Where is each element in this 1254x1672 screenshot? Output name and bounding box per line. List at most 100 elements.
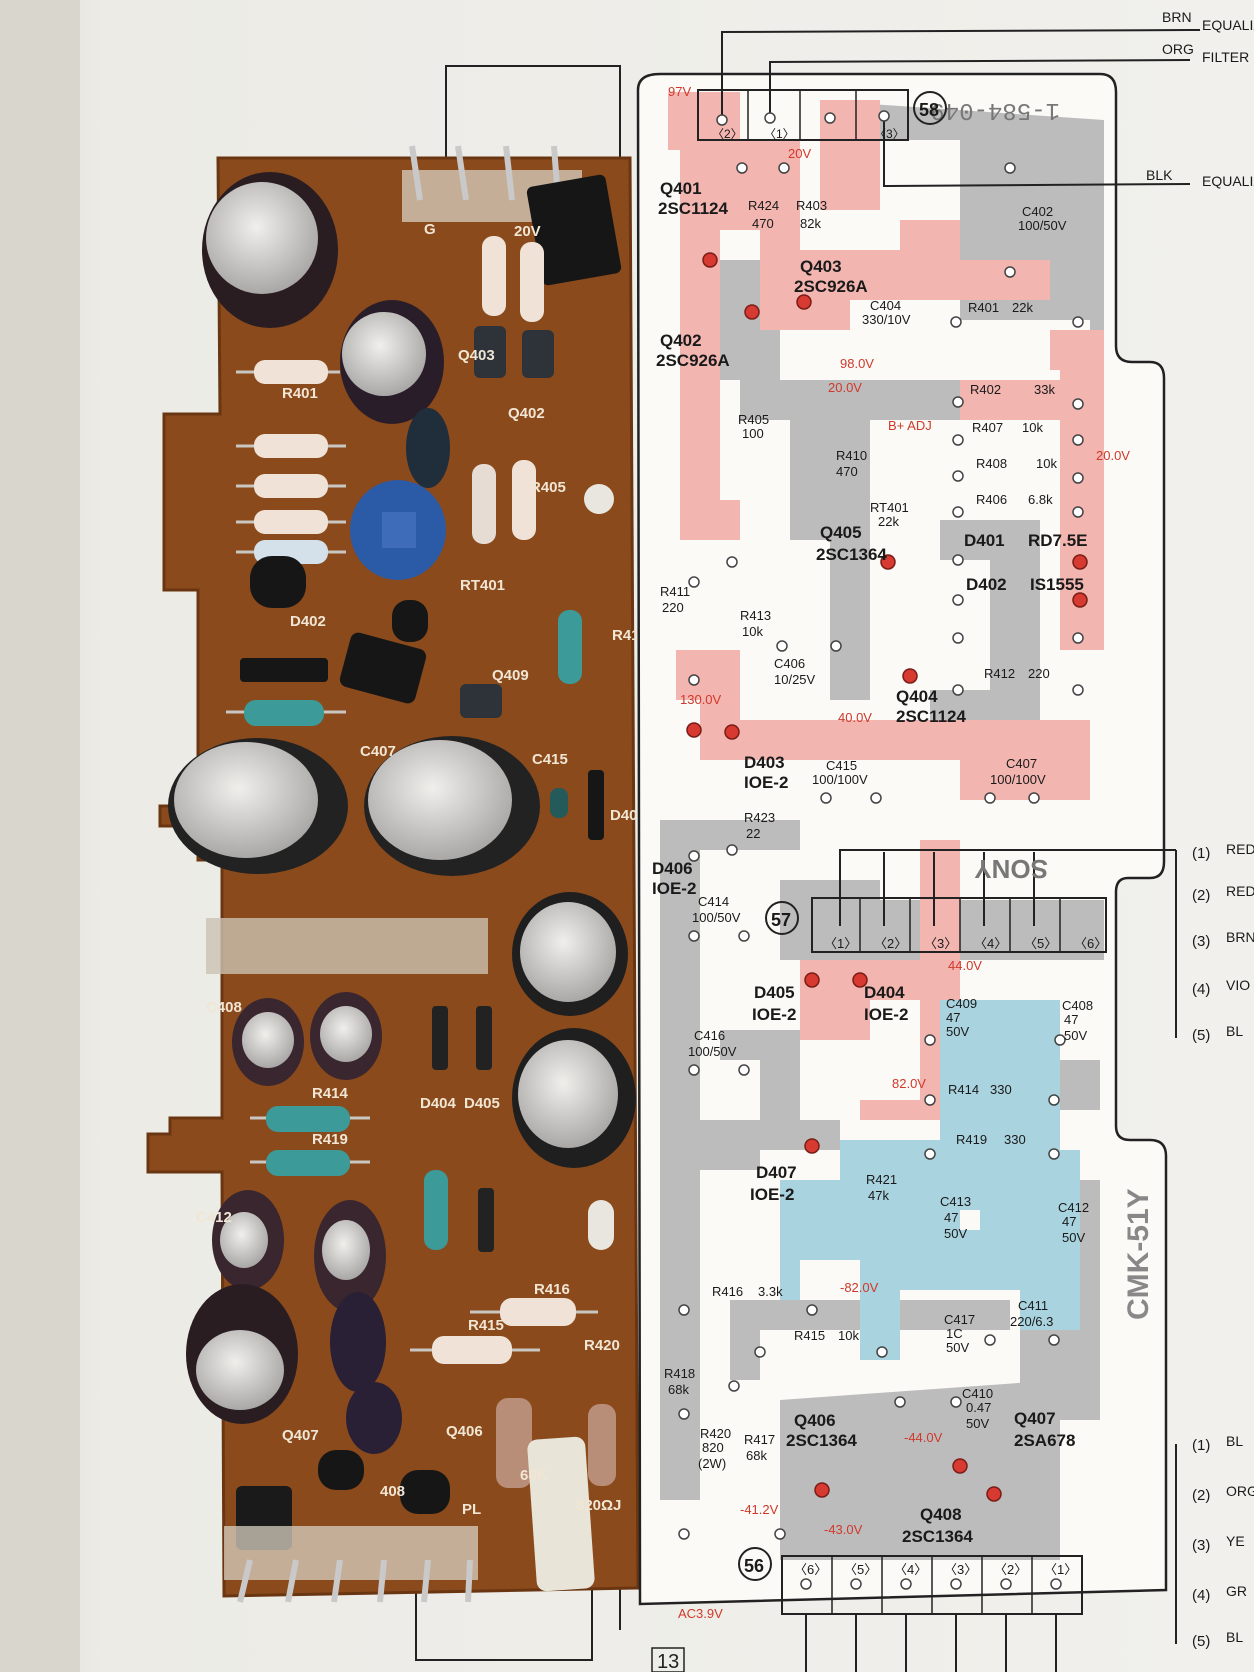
component-label: C415 bbox=[826, 758, 857, 773]
component-label: D407 bbox=[756, 1163, 797, 1182]
component-label: 68k bbox=[668, 1382, 689, 1397]
component-label: 47 bbox=[1062, 1214, 1076, 1229]
silkscreen-label: C408 bbox=[206, 999, 242, 1016]
component-label: Q403 bbox=[800, 257, 842, 276]
component-label: 50V bbox=[966, 1416, 989, 1431]
component-label: 10/25V bbox=[774, 672, 816, 687]
component-label: 2SC926A bbox=[794, 277, 868, 296]
component-label: R412 bbox=[984, 666, 1015, 681]
voltage-label: AC3.9V bbox=[678, 1606, 723, 1621]
silkscreen-label: R420 bbox=[584, 1337, 620, 1354]
silkscreen-label: R419 bbox=[312, 1131, 348, 1148]
voltage-label: -43.0V bbox=[824, 1522, 863, 1537]
connector-labels: BRNEQUALIZORGFILTERBLKEQUALIZ565758 bbox=[738, 9, 1254, 1581]
wire-pin-number: (2) bbox=[1192, 1487, 1210, 1504]
wire-pin-number: (1) bbox=[1192, 845, 1210, 862]
component-label: C411 bbox=[1018, 1298, 1048, 1313]
wire-connection-label: FILTER bbox=[1202, 49, 1249, 65]
silkscreen-label: Q403 bbox=[458, 347, 495, 364]
component-label: R423 bbox=[744, 810, 775, 825]
wire-color-label: BL bbox=[1226, 1629, 1243, 1645]
page-gutter-shadow bbox=[0, 0, 80, 1672]
connector-id: 58 bbox=[919, 100, 939, 120]
wire-pin-number: (5) bbox=[1192, 1027, 1210, 1044]
silkscreen-label: 68K bbox=[520, 1467, 548, 1484]
connector-57-pin: 〈2〉 bbox=[874, 936, 907, 951]
component-label: 47 bbox=[944, 1210, 958, 1225]
component-label: Q405 bbox=[820, 523, 862, 542]
component-label: IS1555 bbox=[1030, 575, 1084, 594]
component-label: D406 bbox=[652, 859, 693, 878]
wire-pin-number: (4) bbox=[1192, 1587, 1210, 1604]
component-label: C404 bbox=[870, 298, 901, 313]
wire-color-label: RED bbox=[1226, 883, 1254, 899]
connector-58-pin: 〈1〉 bbox=[764, 127, 795, 141]
connector-58-pin: 〈2〉 bbox=[712, 127, 743, 141]
silkscreen-label: R414 bbox=[312, 1085, 349, 1102]
connector-57 bbox=[811, 897, 1107, 953]
resistor-bodies bbox=[244, 236, 616, 1592]
connector-pin-labels: 〈2〉〈1〉〈3〉〈1〉〈2〉〈3〉〈4〉〈5〉〈6〉〈6〉〈5〉〈4〉〈3〉〈… bbox=[712, 127, 1107, 1577]
component-label: 2SA678 bbox=[1014, 1431, 1075, 1450]
component-label: 50V bbox=[1062, 1230, 1085, 1245]
component-label: R420 bbox=[700, 1426, 731, 1441]
wire-connection-label: ORG bbox=[1162, 41, 1194, 57]
wire-connection-label: EQUALIZ bbox=[1202, 17, 1254, 33]
connector-id: 56 bbox=[744, 1556, 764, 1576]
component-label: D402 bbox=[966, 575, 1007, 594]
component-label: C412 bbox=[1058, 1200, 1089, 1215]
component-label: R407 bbox=[972, 420, 1003, 435]
component-label: Q407 bbox=[1014, 1409, 1056, 1428]
component-label: 47 bbox=[1064, 1012, 1078, 1027]
component-label: 50V bbox=[946, 1024, 969, 1039]
component-label: 0.47 bbox=[966, 1400, 991, 1415]
silkscreen-label: Q409 bbox=[492, 667, 529, 684]
component-label: D405 bbox=[754, 983, 795, 1002]
component-label: 330 bbox=[990, 1082, 1012, 1097]
component-label: 47 bbox=[946, 1010, 960, 1025]
bottom-header-pins bbox=[237, 1559, 473, 1603]
red-solder-pads bbox=[686, 252, 1088, 1502]
voltage-label: 20.0V bbox=[1096, 448, 1130, 463]
wire-connection-label: BLK bbox=[1146, 167, 1173, 183]
component-label: 50V bbox=[946, 1340, 969, 1355]
connector-57-pin: 〈1〉 bbox=[824, 936, 857, 951]
component-label: Q402 bbox=[660, 331, 702, 350]
component-label: 6.8k bbox=[1028, 492, 1053, 507]
silkscreen-label: PL bbox=[462, 1501, 481, 1518]
silkscreen-label: D402 bbox=[290, 613, 326, 630]
component-label: 220 bbox=[662, 600, 684, 615]
component-label: 220 bbox=[1028, 666, 1050, 681]
component-label: C413 bbox=[940, 1194, 971, 1209]
component-label: 3.3k bbox=[758, 1284, 783, 1299]
copper-traces-pink bbox=[668, 92, 1104, 1120]
silkscreen-label: Q402 bbox=[508, 405, 545, 422]
component-label: IOE-2 bbox=[750, 1185, 794, 1204]
component-label: D401 bbox=[964, 531, 1005, 550]
component-label: 10k bbox=[1036, 456, 1057, 471]
wire-connection-label: BRN bbox=[1162, 9, 1192, 25]
silkscreen-label: RT401 bbox=[460, 577, 505, 594]
silkscreen-label: R401 bbox=[282, 385, 318, 402]
pcb-pattern-diagram: SONY CMK-51Y 1-584-049 〈2〉〈1〉〈3〉〈1〉〈2〉〈3… bbox=[636, 9, 1254, 1672]
silkscreen-label: C415 bbox=[532, 751, 568, 768]
voltage-label: -82.0V bbox=[840, 1280, 879, 1295]
component-label: 220/6.3 bbox=[1010, 1314, 1053, 1329]
external-wires bbox=[721, 29, 1200, 1672]
component-label: 330/10V bbox=[862, 312, 911, 327]
component-label: 2SC1364 bbox=[902, 1527, 973, 1546]
silkscreen-label: R415 bbox=[468, 1317, 504, 1334]
component-label: C417 bbox=[944, 1312, 975, 1327]
wire-pin-number: (1) bbox=[1192, 1437, 1210, 1454]
component-label: 10k bbox=[1022, 420, 1043, 435]
page-number: 13 bbox=[657, 1651, 679, 1672]
component-label: 100 bbox=[742, 426, 764, 441]
component-label: C402 bbox=[1022, 204, 1053, 219]
component-label: R417 bbox=[744, 1432, 775, 1447]
component-label: C408 bbox=[1062, 998, 1093, 1013]
wire-color-label: ORG bbox=[1226, 1483, 1254, 1499]
component-label: 50V bbox=[1064, 1028, 1087, 1043]
voltage-label: 44.0V bbox=[948, 958, 982, 973]
